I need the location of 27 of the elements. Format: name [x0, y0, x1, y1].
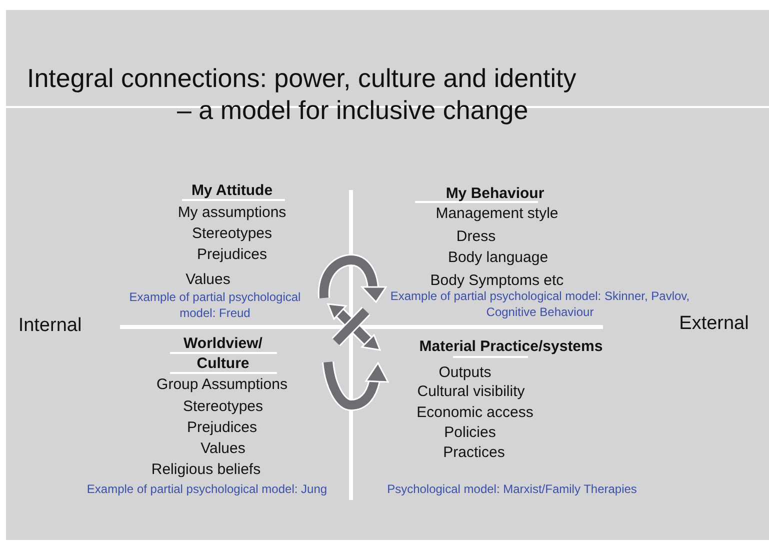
- list-item: Religious beliefs: [150, 461, 262, 479]
- list-item: Body Symptoms etc: [429, 272, 565, 290]
- list-item: Prejudices: [186, 419, 258, 437]
- list-item: Body language: [446, 249, 550, 267]
- list-item: Practices: [442, 444, 506, 462]
- list-item: Stereotypes: [182, 398, 264, 416]
- list-item: Prejudices: [196, 246, 268, 264]
- quadrant-heading: Worldview/ Culture: [182, 334, 264, 374]
- axis-label: Internal: [17, 315, 83, 338]
- list-item: My assumptions: [176, 204, 288, 222]
- list-item: Values: [184, 271, 232, 289]
- list-item: Economic access: [416, 404, 534, 422]
- list-item: Outputs: [438, 364, 492, 382]
- model-note: Example of partial psychological model: Freud: [128, 290, 302, 322]
- model-note: Example of partial psychological model: Jung: [86, 482, 328, 498]
- list-item: Values: [200, 440, 246, 458]
- list-item: Dress: [455, 228, 497, 246]
- list-item: Stereotypes: [190, 225, 274, 243]
- slide-title: Integral connections: power, culture and identity – a model for inclusive change: [27, 62, 578, 126]
- quadrant-heading: Material Practice/systems: [418, 338, 604, 356]
- list-item: Cultural visibility: [416, 383, 526, 401]
- list-item: Management style: [434, 205, 560, 223]
- quadrant-heading: My Attitude: [190, 182, 274, 200]
- list-item: Group Assumptions: [156, 376, 288, 394]
- model-note: Psychological model: Marxist/Family Therapies: [386, 482, 638, 498]
- quadrant-heading: My Behaviour: [444, 185, 546, 203]
- list-item: Policies: [443, 424, 497, 442]
